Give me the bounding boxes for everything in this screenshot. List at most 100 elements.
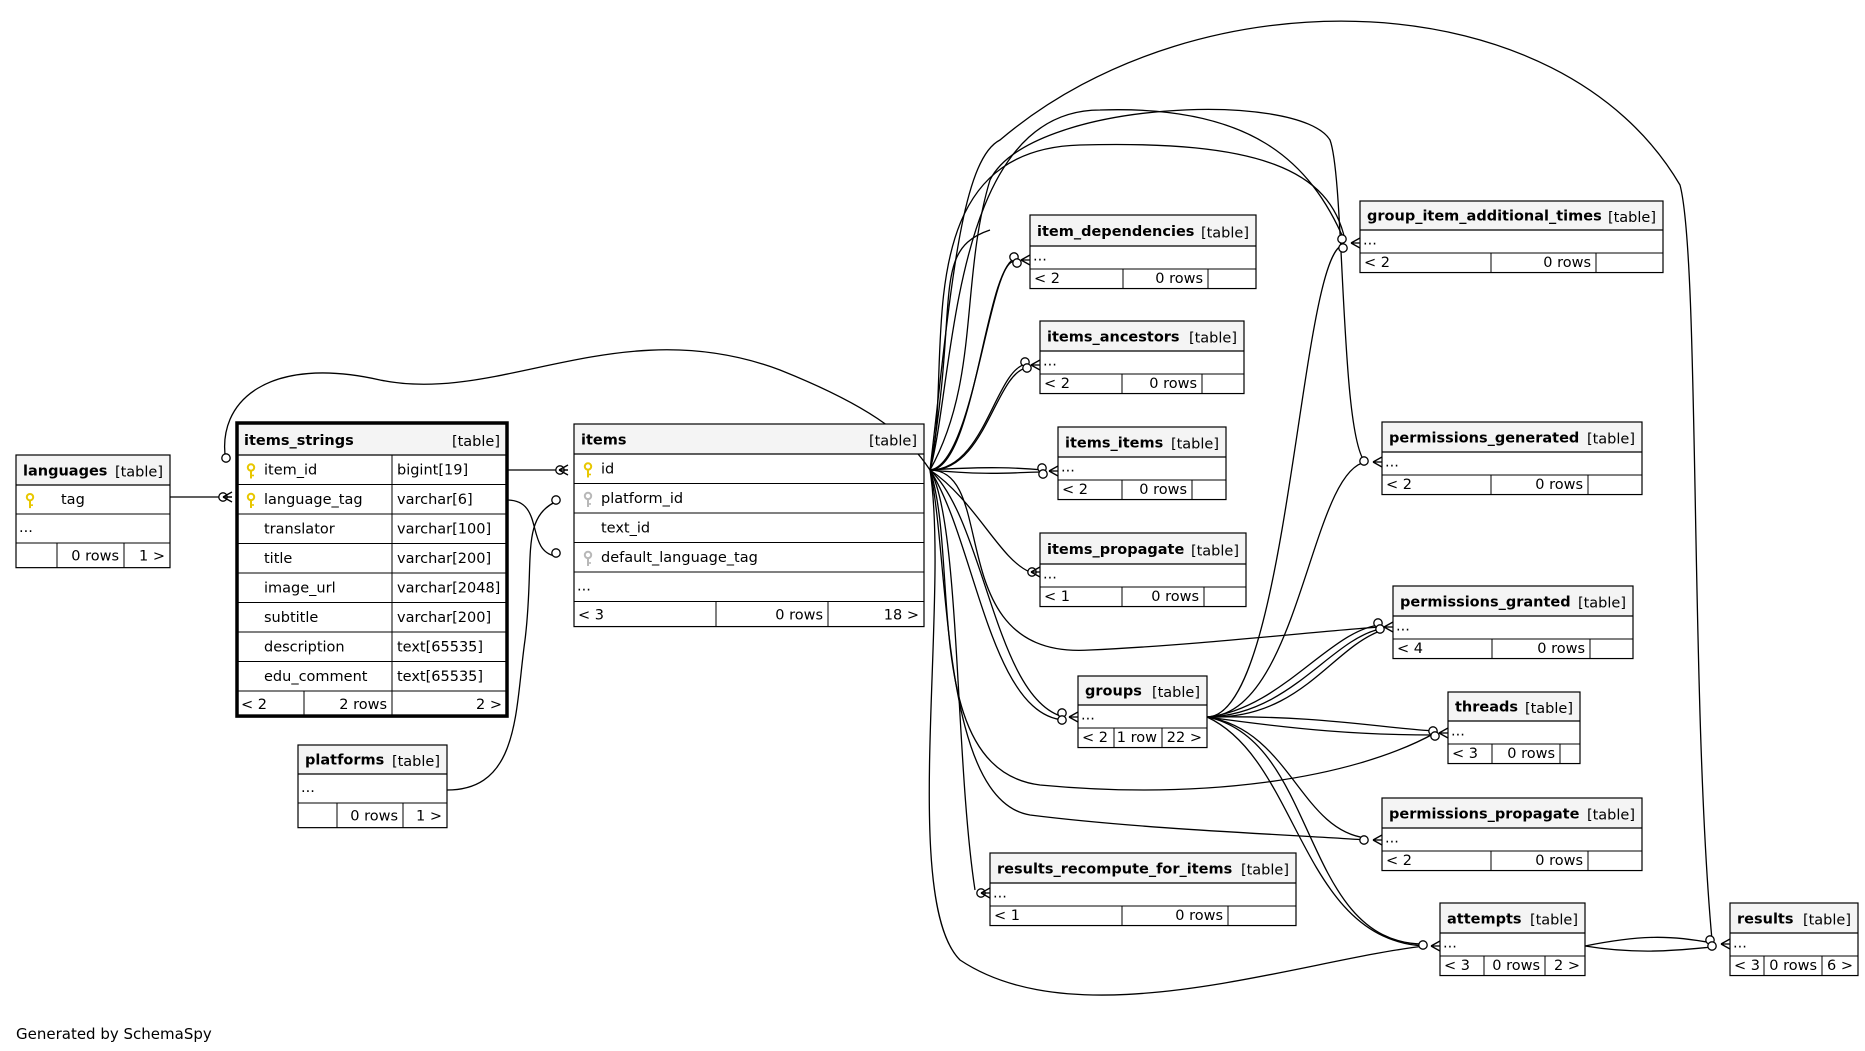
table-name: results_recompute_for_items	[997, 861, 1232, 877]
table-border	[1039, 320, 1245, 395]
row-count: 0 rows	[775, 608, 823, 624]
table-name: platforms	[305, 753, 384, 769]
row-count: 0 rows	[1139, 482, 1187, 498]
child-count: 2 >	[1554, 958, 1580, 974]
column-name: platform_id	[601, 491, 683, 507]
row-count: 0 rows	[1507, 746, 1555, 762]
row-count: 0 rows	[1175, 908, 1223, 924]
ellipsis-row: ...	[301, 780, 315, 796]
column-name: tag	[61, 492, 85, 508]
edge-group-item-additional-times-items-2	[929, 109, 1346, 471]
column-row: default_language_tag	[583, 550, 758, 566]
column-name: item_id	[264, 462, 317, 478]
edge-items-items-items	[929, 467, 1045, 471]
table-type-label: [table]	[1152, 685, 1200, 701]
row-count: 0 rows	[1535, 477, 1583, 493]
column-name: translator	[264, 521, 335, 537]
edge-items-languages	[506, 499, 556, 557]
key-icon	[25, 492, 35, 509]
ellipsis-row: ...	[1385, 830, 1399, 846]
parent-count: < 3	[1734, 958, 1760, 974]
child-count: 18 >	[884, 608, 919, 624]
parent-count: < 3	[1444, 958, 1470, 974]
column-type: text[65535]	[397, 669, 483, 685]
table-border	[297, 744, 448, 829]
ellipsis-row: ...	[1043, 566, 1057, 582]
table-name: attempts	[1447, 911, 1522, 927]
table-type-label: [table]	[1189, 331, 1237, 347]
child-count: 2 >	[476, 697, 502, 713]
parent-count: < 4	[1397, 641, 1423, 657]
column-type: bigint[19]	[397, 462, 468, 478]
crows-foot	[1430, 940, 1441, 952]
edge-end-circle	[1707, 941, 1717, 951]
ellipsis-row: ...	[1363, 232, 1377, 248]
table-name: items	[581, 432, 626, 448]
column-type: varchar[200]	[397, 551, 491, 567]
edge-end-circle	[1012, 258, 1022, 268]
edge-end-circle	[1057, 715, 1067, 725]
column-name: language_tag	[264, 492, 363, 508]
child-count: 1 >	[416, 809, 442, 825]
row-count: 0 rows	[1492, 958, 1540, 974]
crows-foot	[1438, 727, 1449, 739]
relationship-edges	[170, 20, 1713, 996]
crows-foot	[1048, 465, 1059, 477]
column-row: tag	[25, 492, 85, 509]
parent-count: < 2	[1062, 482, 1088, 498]
table-name: permissions_granted	[1400, 594, 1571, 610]
edge-items-ancestors-items	[929, 363, 1027, 471]
table-type-label: [table]	[1803, 913, 1851, 929]
ellipsis-row: ...	[1043, 353, 1057, 369]
table-name: items_propagate	[1047, 542, 1184, 558]
child-count: 6 >	[1827, 958, 1853, 974]
crows-foot	[1350, 237, 1361, 249]
parent-count: < 3	[1452, 746, 1478, 762]
edge-threads-groups	[1206, 716, 1436, 732]
edge-attempts-groups	[1206, 716, 1426, 945]
edge-group-item-additional-times-groups	[1206, 244, 1346, 718]
crows-foot	[1030, 359, 1041, 371]
column-type: varchar[200]	[397, 610, 491, 626]
column-row: id	[583, 461, 614, 478]
edge-threads-groups-2	[1206, 716, 1436, 736]
table-name: groups	[1085, 684, 1142, 700]
row-count: 0 rows	[1535, 853, 1583, 869]
edge-end-circle	[551, 548, 561, 558]
crows-foot	[1068, 711, 1079, 723]
key-icon	[583, 462, 593, 478]
table-border	[1439, 902, 1586, 977]
generated-by-footer: Generated by SchemaSpy	[16, 1025, 212, 1043]
column-row: subtitle varchar[200]	[264, 602, 491, 632]
table-border	[15, 454, 171, 569]
ellipsis-row: ...	[1081, 707, 1095, 723]
column-row: item_id bigint[19]	[246, 455, 468, 485]
ellipsis-row: ...	[19, 520, 33, 536]
edge-end-circle	[1337, 234, 1347, 244]
column-name: subtitle	[264, 610, 318, 626]
table-results-recompute-for-items[interactable]: results_recompute_for_items[table]...< 1…	[989, 852, 1297, 927]
edge-endpoints	[218, 234, 1731, 952]
parent-count: < 2	[1044, 376, 1070, 392]
table-group-item-additional-times[interactable]: group_item_additional_times[table]...< 2…	[1359, 200, 1664, 274]
table-items[interactable]: items[table]idplatform_idtext_iddefault_…	[573, 423, 925, 628]
table-border	[989, 852, 1297, 927]
